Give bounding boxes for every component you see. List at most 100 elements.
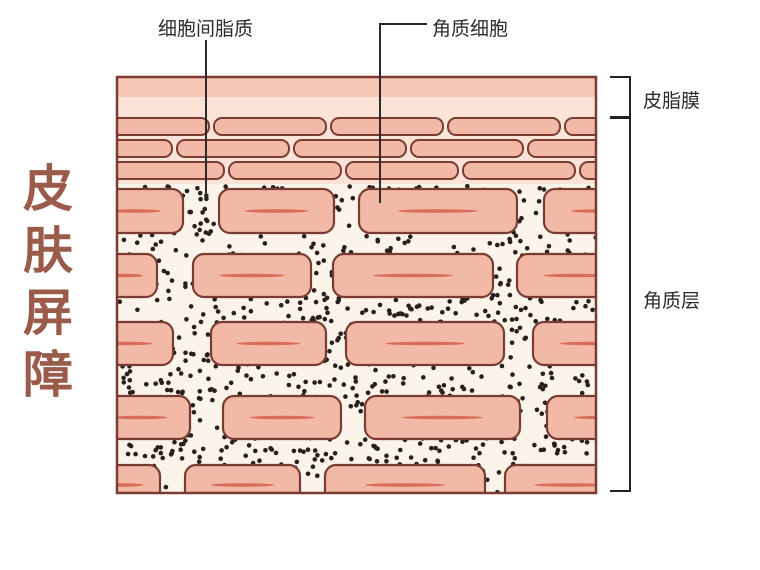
- lipid-dot: [546, 243, 552, 249]
- lipid-dot: [296, 384, 301, 390]
- lipid-dot: [537, 186, 543, 191]
- lipid-dot: [314, 270, 319, 276]
- lipid-dot: [364, 233, 369, 239]
- lipid-dot: [431, 365, 436, 371]
- lipid-dot: [345, 362, 351, 367]
- lipid-dot: [192, 449, 197, 455]
- lipid-dot: [188, 373, 193, 379]
- lipid-dot: [343, 394, 348, 399]
- lipid-dot: [197, 368, 203, 374]
- lipid-dot: [370, 384, 375, 389]
- lipid-dot: [514, 329, 519, 334]
- lipid-dot: [241, 305, 246, 311]
- lipid-dot: [338, 365, 344, 371]
- flat-corneocyte: [410, 139, 524, 158]
- lipid-dot: [584, 439, 590, 445]
- lipid-dot: [485, 477, 490, 483]
- lipid-dot: [339, 197, 345, 203]
- flat-corneocyte: [330, 117, 444, 136]
- lipid-dot: [327, 383, 333, 388]
- lipid-dot: [169, 278, 175, 283]
- lipid-dot: [153, 242, 158, 247]
- lipid-dot: [507, 292, 513, 298]
- lipid-dot: [471, 247, 476, 252]
- flat-corneocyte: [293, 139, 407, 158]
- lipid-dot: [422, 457, 428, 463]
- lipid-dot: [212, 388, 217, 394]
- lipid-dot: [371, 309, 376, 315]
- lipid-dot: [540, 371, 546, 377]
- lipid-dot: [469, 388, 475, 393]
- lipid-dot: [453, 311, 459, 316]
- lipid-dot: [190, 403, 196, 408]
- lipid-dot: [197, 418, 203, 423]
- lipid-dot: [144, 382, 149, 387]
- lipid-dot: [571, 305, 576, 311]
- lipid-dot: [342, 245, 347, 250]
- lipid-dot: [398, 447, 403, 453]
- lipid-dot: [257, 458, 262, 464]
- lipid-dot: [338, 331, 344, 337]
- side-title-char: 屏: [23, 284, 73, 342]
- lipid-dot: [460, 384, 465, 390]
- lipid-dot: [584, 379, 590, 384]
- cell-nucleus-line: [219, 273, 285, 278]
- lipid-dot: [505, 282, 511, 288]
- lipid-dot: [191, 352, 196, 357]
- lipid-dot: [134, 240, 140, 245]
- lipid-dot: [258, 234, 264, 239]
- corneocyte-cell: [542, 187, 596, 235]
- lipid-dot: [201, 357, 207, 363]
- lipid-dot: [294, 459, 300, 465]
- lipid-dot: [197, 389, 203, 394]
- lipid-dot: [417, 441, 423, 446]
- lipid-dot: [358, 442, 363, 447]
- lipid-dot: [213, 364, 219, 369]
- lipid-dot: [188, 304, 194, 309]
- lipid-dot: [260, 374, 266, 379]
- cell-nucleus-line: [117, 209, 161, 213]
- lipid-dot: [496, 470, 502, 475]
- lipid-dot: [490, 292, 496, 298]
- lipid-dot: [200, 210, 205, 215]
- lipid-dot: [322, 297, 327, 303]
- lipid-dot: [426, 390, 432, 395]
- lipid-dot: [402, 240, 408, 246]
- lipid-dot: [150, 246, 156, 252]
- lipid-dot: [509, 340, 515, 346]
- lipid-dot: [205, 352, 210, 357]
- lipid-dot: [445, 306, 451, 312]
- lipid-dot: [562, 449, 568, 455]
- lipid-dot: [465, 183, 470, 189]
- side-title-skin-barrier: 皮 肤 屏 障: [18, 158, 78, 406]
- lipid-dot: [300, 315, 306, 321]
- lipid-dot: [450, 387, 456, 392]
- sebum-film-top: [117, 77, 596, 97]
- lipid-dot: [194, 232, 200, 237]
- lipid-dot: [198, 319, 204, 325]
- lipid-dot: [175, 389, 181, 395]
- lipid-dot: [187, 209, 192, 215]
- lipid-dot: [332, 377, 337, 382]
- lipid-dot: [528, 312, 533, 318]
- lipid-dot: [212, 297, 217, 302]
- lipid-dot: [349, 456, 354, 462]
- flat-corneocyte: [117, 161, 225, 180]
- lipid-dot: [179, 456, 185, 461]
- lipid-dot: [197, 454, 202, 460]
- lipid-dot: [121, 237, 127, 243]
- lipid-dot: [539, 411, 545, 417]
- cell-nucleus-line: [249, 415, 315, 420]
- lipid-dot: [180, 389, 185, 395]
- lipid-dot: [325, 310, 330, 316]
- lipid-dot: [549, 375, 555, 381]
- lipid-dot: [386, 308, 392, 313]
- cell-nucleus-line: [373, 273, 453, 278]
- lipid-dot: [354, 393, 359, 398]
- lipid-dot: [470, 369, 476, 375]
- flat-corneocyte: [117, 117, 210, 136]
- lipid-dot: [363, 307, 369, 313]
- lipid-dot: [499, 439, 504, 445]
- lipid-dot: [170, 448, 175, 454]
- lipid-dot: [345, 306, 350, 311]
